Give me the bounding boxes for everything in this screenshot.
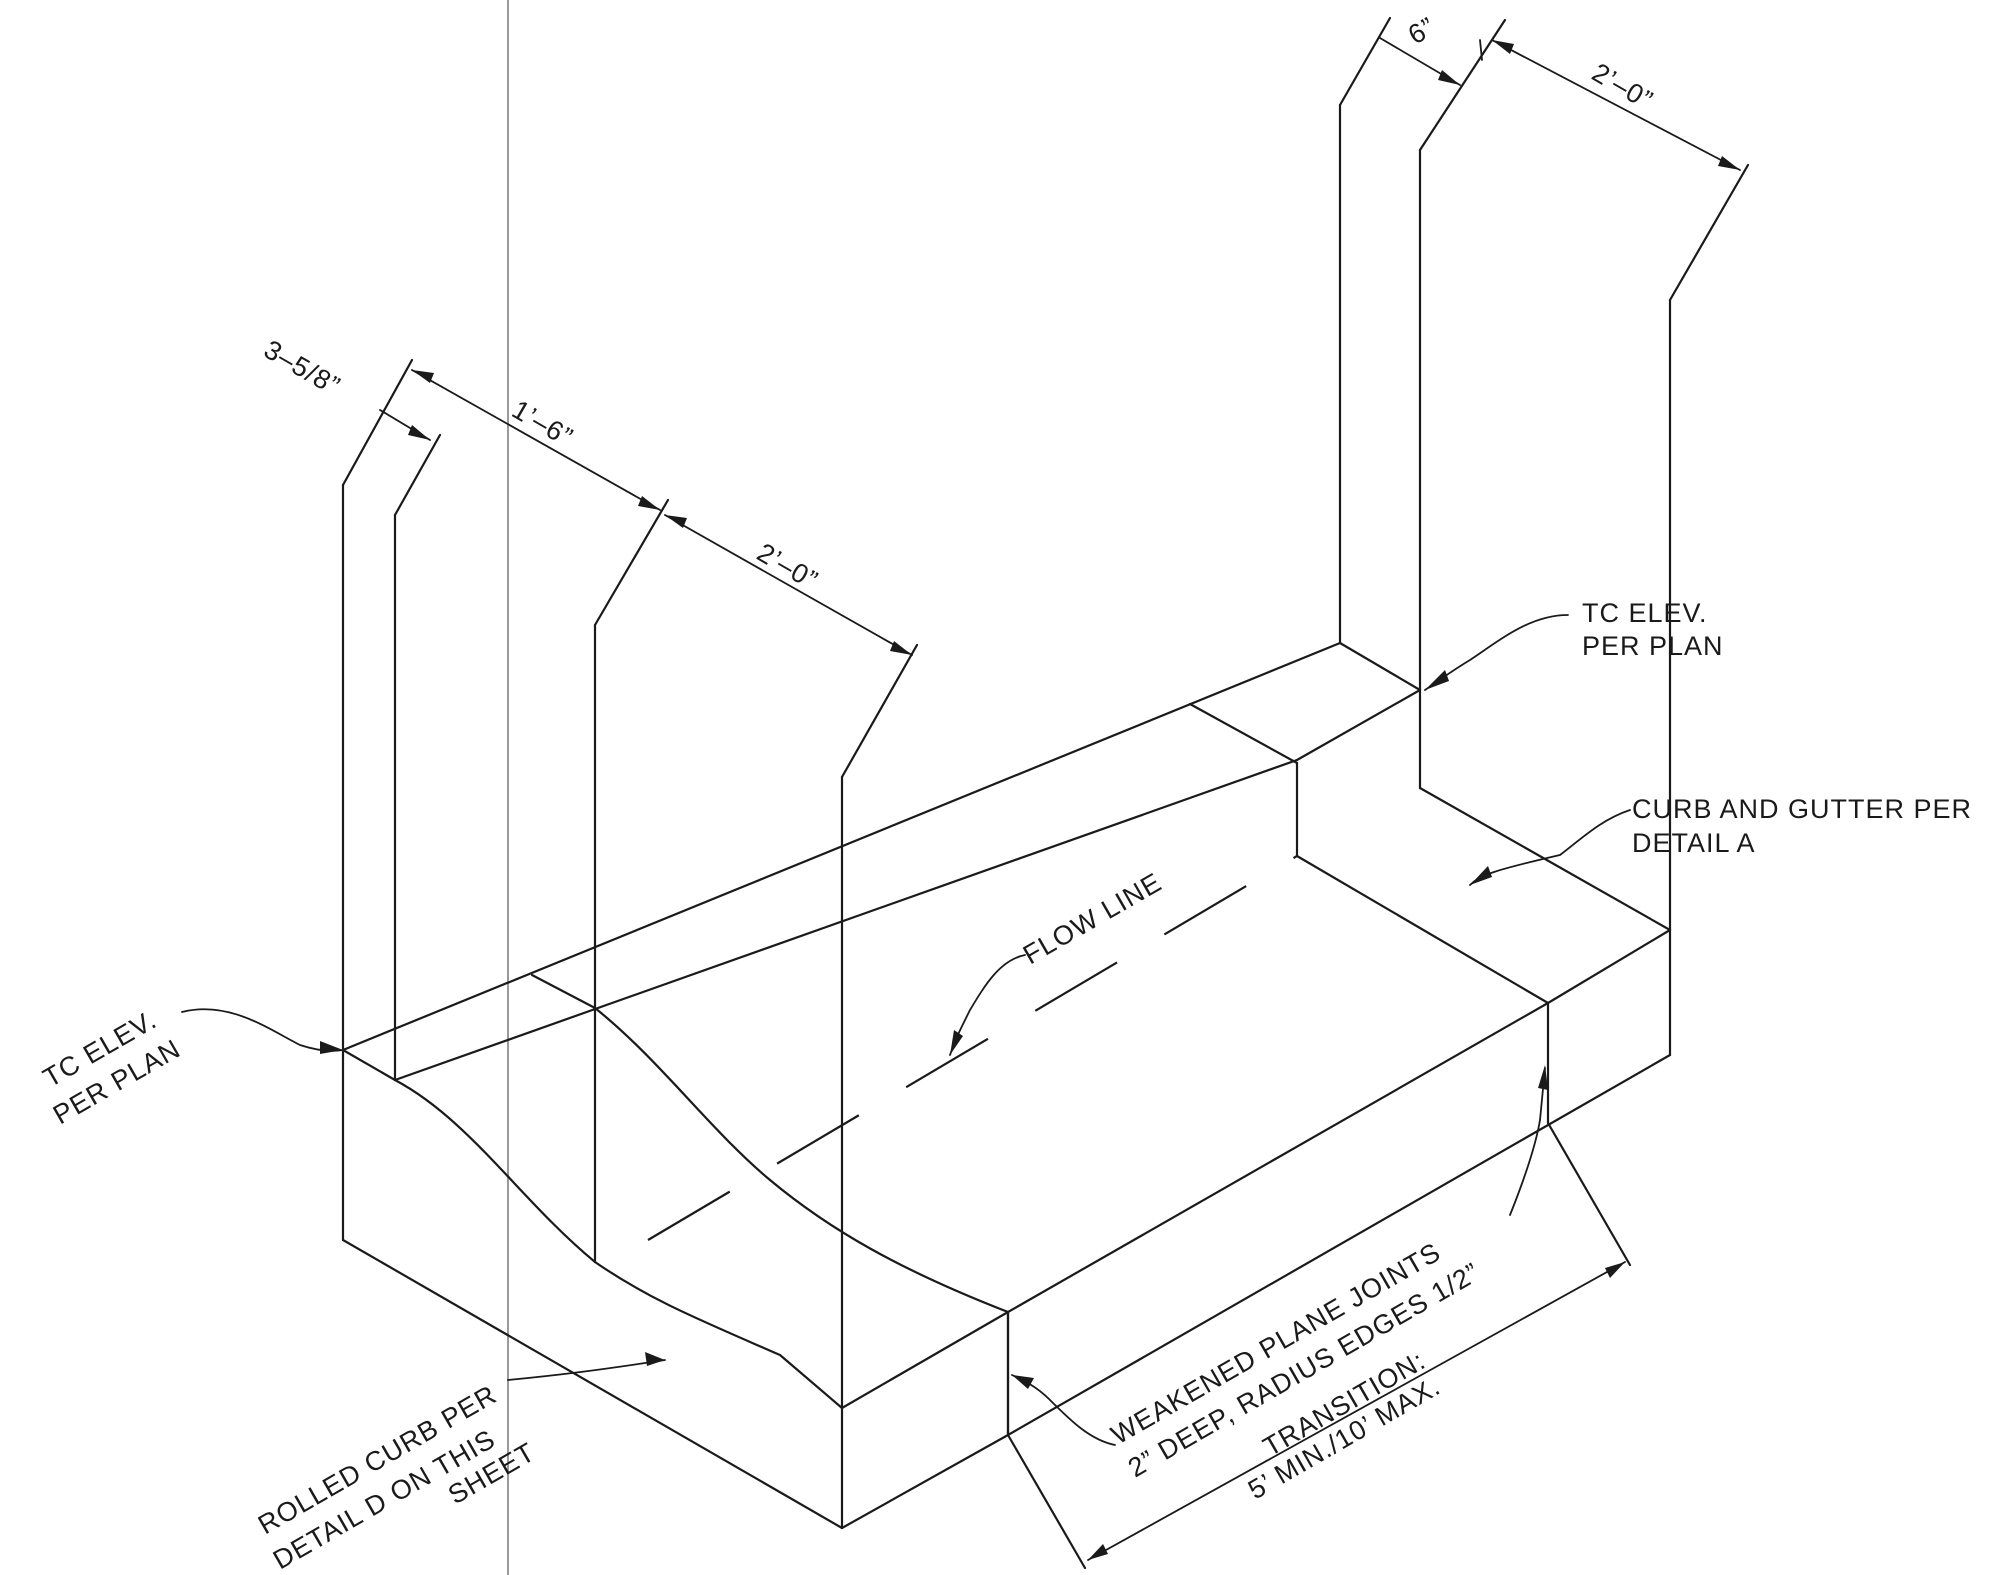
tc-right-label-2: PER PLAN (1582, 631, 1724, 661)
flow-line (647, 855, 1298, 1241)
dimension-lines (379, 37, 1741, 1561)
curb-gutter-label-1: CURB AND GUTTER PER (1632, 794, 1972, 824)
dim-6in-label: 6” (1403, 11, 1441, 50)
flow-line-label: FLOW LINE (1018, 867, 1167, 970)
tc-right-label-1: TC ELEV. (1582, 598, 1708, 628)
curb-gutter-label-2: DETAIL A (1632, 828, 1756, 858)
leader-lines (181, 614, 1631, 1446)
dim-3-5-8-label: 3–5/8” (259, 334, 346, 401)
extension-lines (341, 16, 1750, 1570)
dim-2ft-top-label: 2’–0” (1587, 57, 1658, 116)
dim-2ft-left-label: 2’–0” (752, 537, 823, 596)
curb-block-outline (341, 641, 1672, 1530)
